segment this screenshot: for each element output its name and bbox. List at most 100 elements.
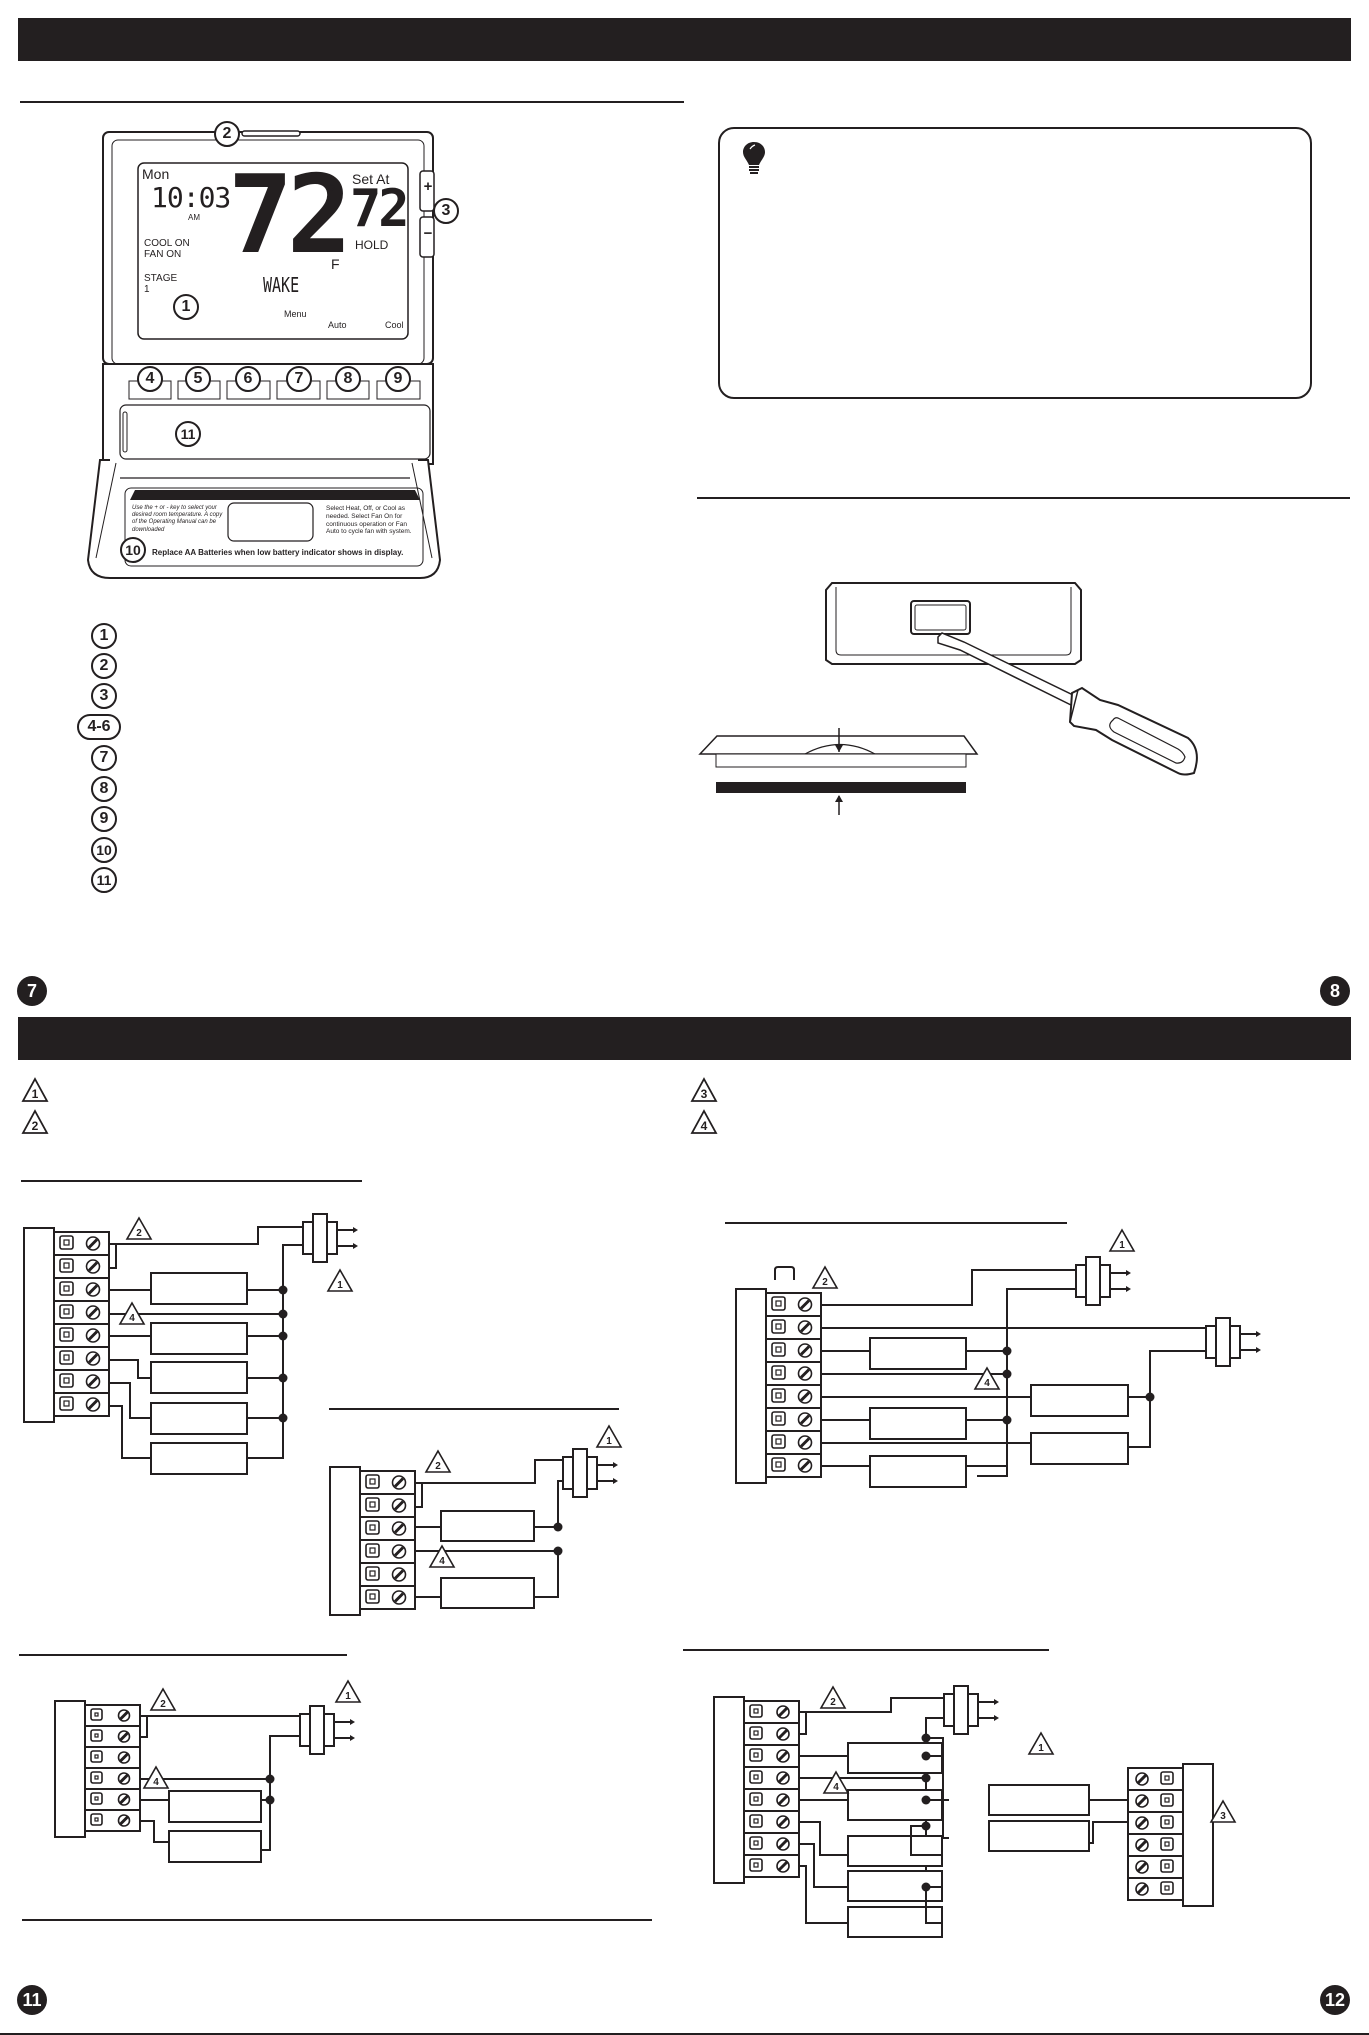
component-box [168,1830,262,1863]
arrow-icon [350,1719,355,1725]
page-number: 8 [1320,976,1350,1006]
terminal-icon [771,1388,786,1403]
terminal-icon [369,1478,376,1485]
screw-icon [777,1750,789,1762]
component-box [869,1337,967,1370]
wire [925,1887,942,1924]
wire [109,1382,151,1419]
terminal-icon [1160,1837,1174,1851]
terminal-icon [1164,1797,1170,1803]
terminal-icon [59,1350,74,1365]
terminal-icon [63,1285,70,1292]
warning-note-label: 1 [1038,1743,1044,1754]
warning-note-icon [1209,1799,1237,1823]
page-number: 11 [17,1985,47,2015]
screw-icon [393,1500,405,1511]
wire [261,1779,271,1851]
terminal-icon [90,1708,103,1721]
terminal-icon [369,1547,376,1554]
header-bar-bottom [18,1017,1351,1060]
screw-icon [799,1437,811,1448]
screw-icon [799,1345,811,1356]
screw-icon [1136,1839,1148,1851]
legend-callout-10: 10 [91,837,117,863]
minus-key[interactable]: − [423,225,433,242]
warning-note-icon [326,1268,354,1292]
screw-icon [799,1322,811,1333]
junction-dot [1002,1415,1012,1425]
section-rule [725,1222,1067,1224]
component-box [1030,1432,1129,1465]
lcd-day: Mon [142,166,170,182]
lcd-cool: Cool [385,320,404,330]
terminal-icon [63,1308,70,1315]
terminal-icon [775,1392,782,1399]
screw-icon [1136,1773,1148,1785]
door-label-battery-text: Replace AA Batteries when low battery in… [152,548,404,557]
terminal-icon [775,1369,782,1376]
terminal-icon [365,1566,380,1581]
screw-icon [799,1299,811,1310]
lcd-menu: Menu [284,309,307,319]
screw-icon [1136,1795,1148,1807]
legend-callout-2: 2 [91,653,117,679]
screw-icon [118,1710,130,1721]
terminal-icon [771,1365,786,1380]
terminal-icon [749,1770,763,1784]
lcd-hold: HOLD [355,238,389,252]
terminal-icon [94,1796,99,1801]
wire [821,1269,1076,1306]
arrow-icon [613,1462,618,1468]
terminal-icon [749,1814,763,1828]
terminal-icon [753,1796,759,1802]
screw-icon [1136,1883,1148,1895]
warning-note-icon [811,1265,839,1289]
junction-dot [553,1522,563,1532]
component-box [150,1442,248,1475]
terminal-icon [365,1497,380,1512]
warning-note-icon [1027,1731,1055,1755]
svg-text:3: 3 [701,1087,708,1101]
screw-icon [87,1330,99,1341]
transformer-icon [1215,1317,1231,1367]
wire [799,1843,848,1888]
terminal-icon [1160,1793,1174,1807]
screw-icon [799,1368,811,1379]
legend-callout-11: 11 [91,867,117,893]
transformer-icon [572,1448,588,1498]
legend-callout-4-6: 4-6 [77,714,121,740]
component-box [988,1784,1090,1816]
junction-dot [921,1773,931,1783]
terminal-icon [369,1524,376,1531]
screw-icon [118,1794,130,1805]
common-bus [557,1480,563,1528]
common-bus [977,1288,1076,1477]
jumper [140,1715,148,1738]
arrow-icon [350,1735,355,1741]
terminal-icon [94,1712,99,1717]
terminal-icon [94,1775,99,1780]
plus-key[interactable]: + [423,178,433,195]
junction-dot [1002,1346,1012,1356]
callout-8: 8 [335,366,361,392]
component-box [847,1835,943,1867]
wire [534,1551,559,1598]
lcd-set-at-label: Set At [352,171,390,187]
door-label-right-text: Select Heat, Off, or Cool as needed. Sel… [326,505,412,536]
battery-removal-illustration [698,582,1198,815]
terminal-icon [753,1862,759,1868]
screw-icon [777,1772,789,1784]
warning-note-icon [595,1424,623,1448]
warning-note-label: 4 [984,1378,990,1389]
lcd-cool-on: COOL ON [144,238,190,249]
terminal-icon [1164,1775,1170,1781]
lcd-set-temperature: 72 [350,179,410,239]
terminal-icon [753,1730,759,1736]
screw-icon [777,1706,789,1718]
terminal-icon [365,1474,380,1489]
terminal-icon [749,1836,763,1850]
transformer-icon [309,1705,325,1755]
wire [926,1737,949,1839]
wire [799,1821,848,1856]
